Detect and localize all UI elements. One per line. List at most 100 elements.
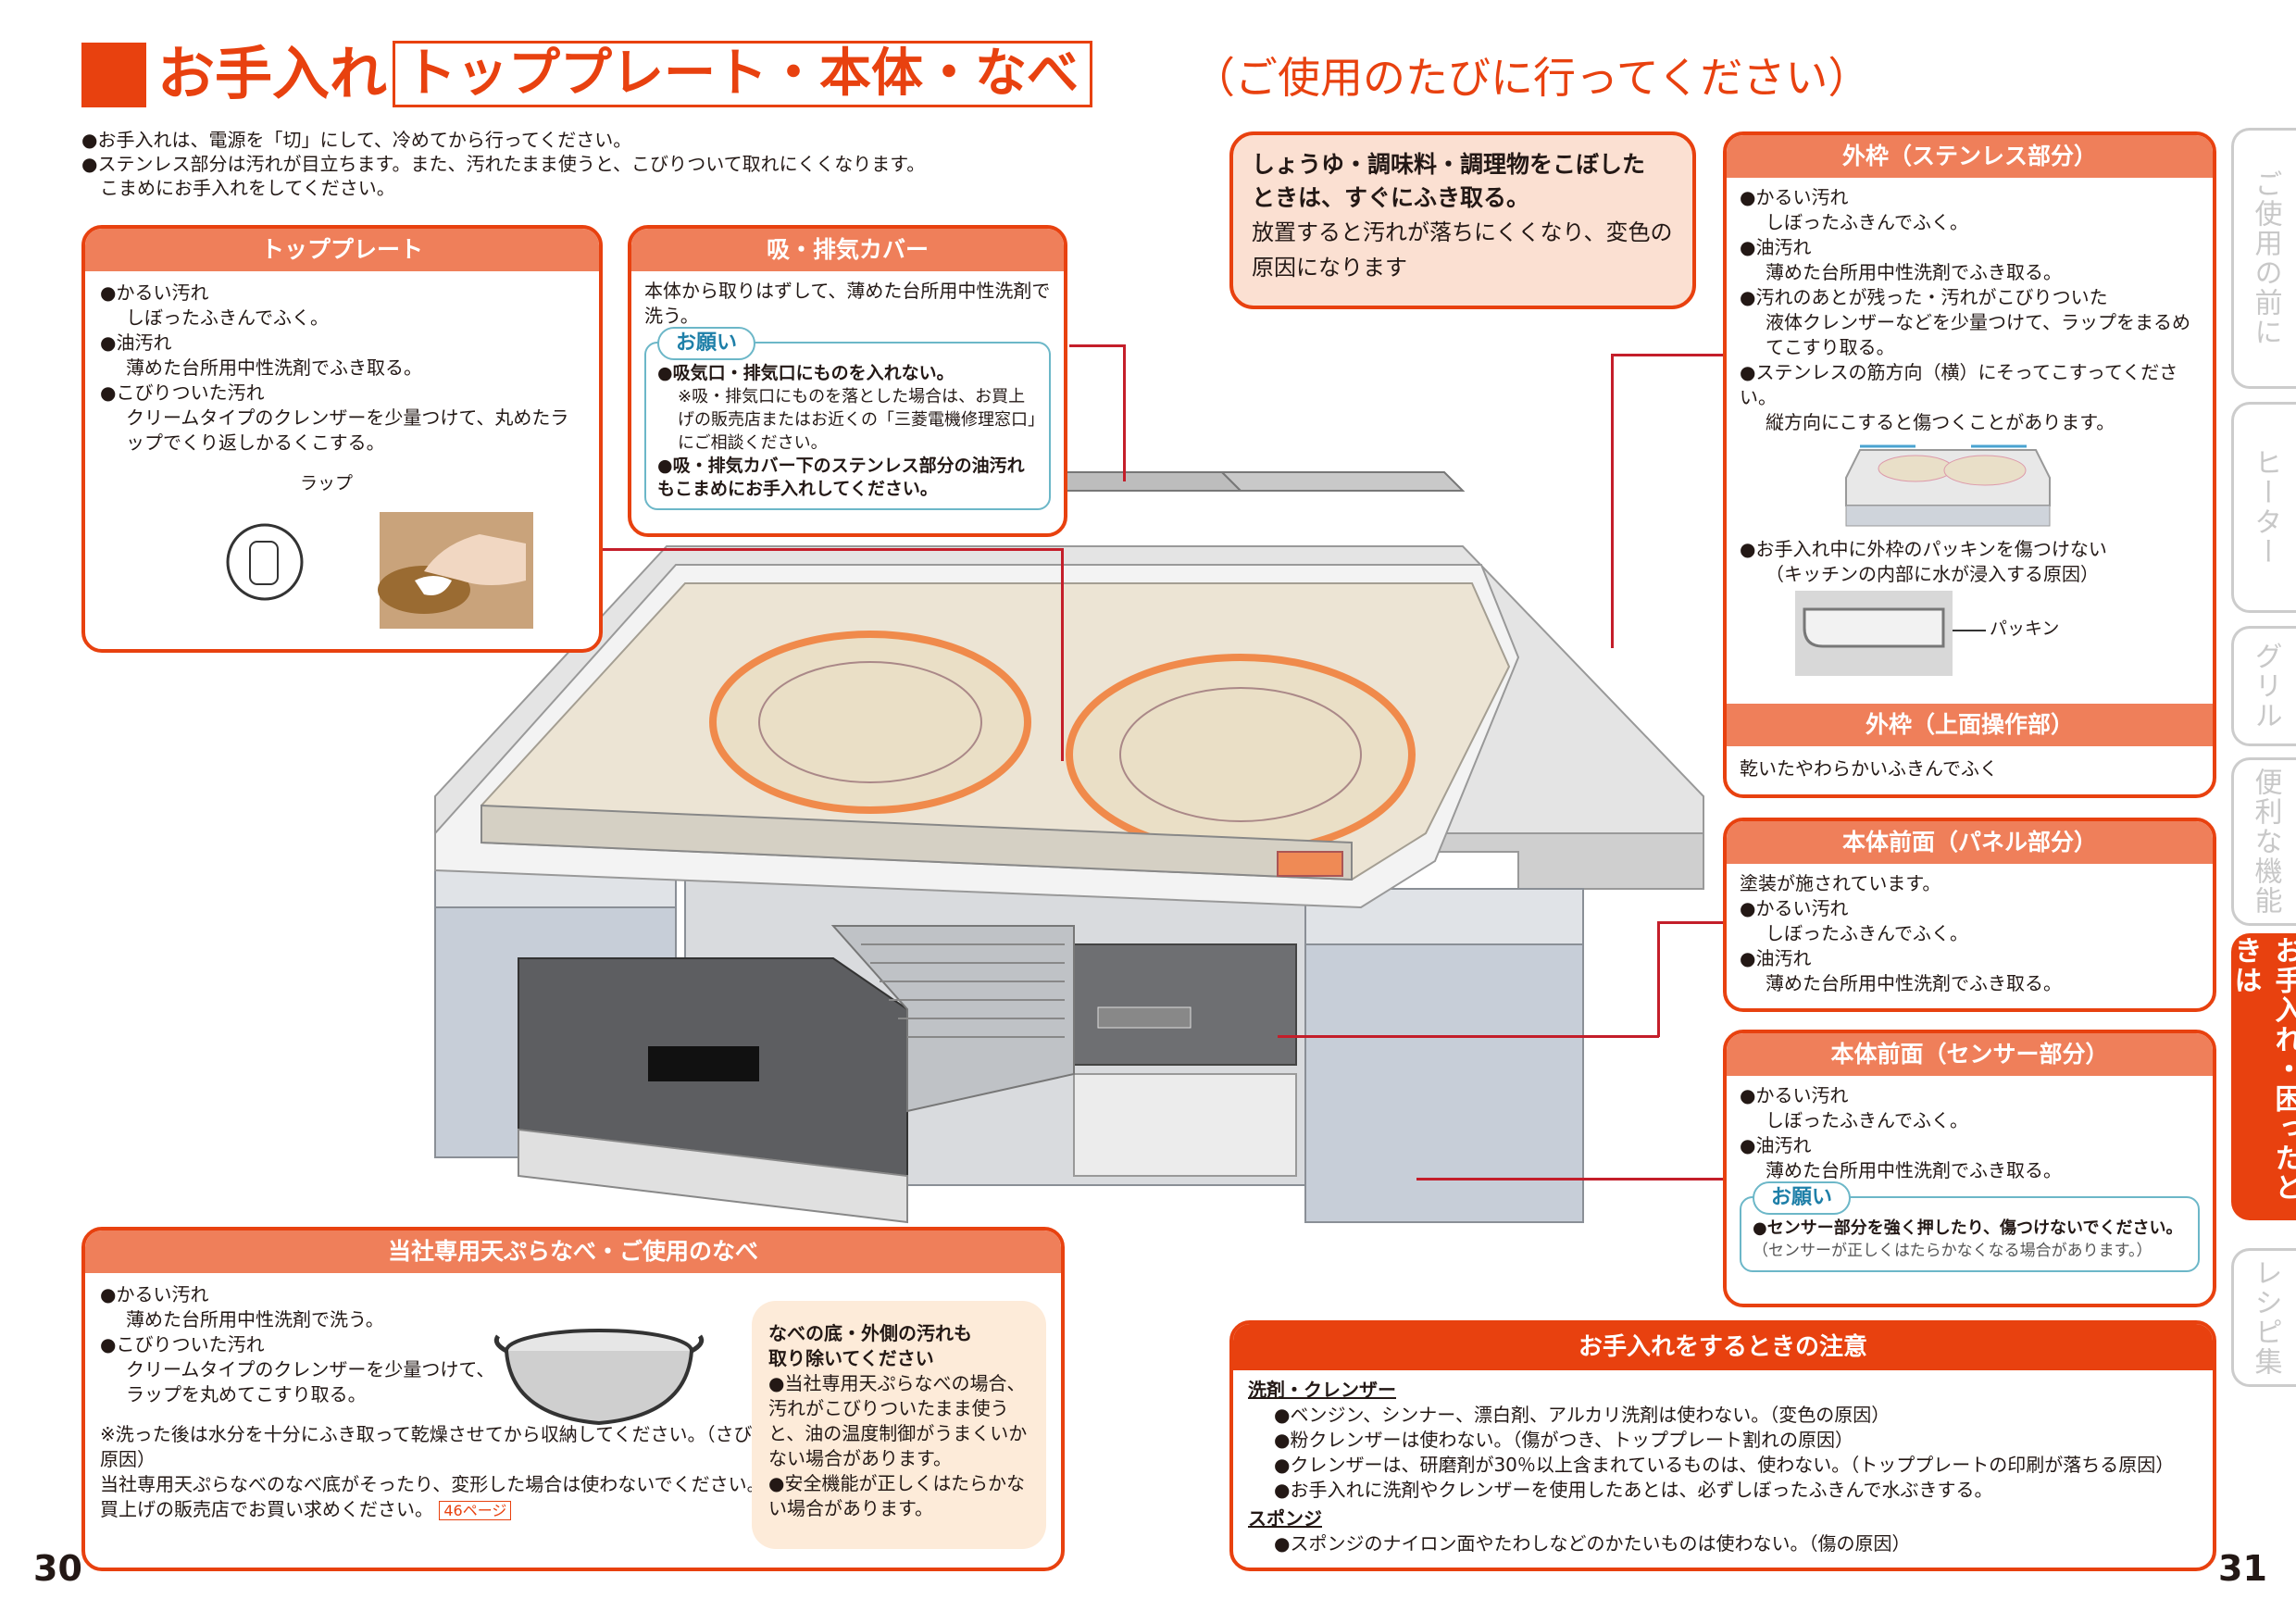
item-head: ●油汚れ <box>100 331 172 354</box>
cooktop-illustration <box>434 471 1704 1224</box>
packing-warning: ●お手入れ中に外枠のパッキンを傷つけない <box>1740 538 2107 560</box>
item-body: しぼったふきんでふく。 <box>1766 922 1968 944</box>
cautions-box: お手入れをするときの注意 洗剤・クレンザー ●ベンジン、シンナー、漂白剤、アルカ… <box>1229 1320 2216 1571</box>
exhaust-onegai-box: ●吸気口・排気口にものを入れない。 ※吸・排気口にものを落とした場合は、お買上げ… <box>644 342 1051 510</box>
front-panel-lead: 塗装が施されています。 <box>1740 872 1941 894</box>
front-panel-title: 本体前面（パネル部分） <box>1727 821 2213 864</box>
tab-heater[interactable]: ヒーター <box>2231 402 2296 613</box>
page-reference[interactable]: 46ページ <box>439 1501 512 1520</box>
spill-line: ときは、すぐにふき取る。 <box>1252 184 1530 211</box>
item-head: ●こびりついた汚れ <box>100 381 265 404</box>
item-body: クリームタイプのクレンザーを少量つけて、ラップを丸めてこすり取る。 <box>126 1358 495 1405</box>
onegai-item: ●吸・排気カバー下のステンレス部分の油汚れもこまめにお手入れしてください。 <box>657 456 1025 499</box>
title-marker <box>81 43 146 107</box>
item-head: ●油汚れ <box>1740 1134 1812 1156</box>
leader-line <box>1611 354 1727 356</box>
spill-line: 放置すると汚れが落ちにくくなり、変色の <box>1252 219 1673 245</box>
item-head: ●かるい汚れ <box>1740 186 1849 208</box>
front-sensor-box: 本体前面（センサー部分） ●かるい汚れ しぼったふきんでふく。 ●油汚れ 薄めた… <box>1723 1030 2216 1307</box>
item-head: ●かるい汚れ <box>1740 897 1849 919</box>
side-title: なべの底・外側の汚れも <box>768 1322 972 1344</box>
leader-line <box>1123 344 1126 481</box>
exhaust-cover-title: 吸・排気カバー <box>631 229 1064 271</box>
onegai-item: ●センサー部分を強く押したり、傷つけないでください。 <box>1753 1218 2183 1238</box>
item-head: ●汚れのあとが残った・汚れがこびりついた <box>1740 286 2108 308</box>
leader-line <box>1657 921 1660 1037</box>
side-item: ●安全機能が正しくはたらかない場合があります。 <box>768 1472 1026 1519</box>
packing-label: パッキン <box>1990 618 2060 639</box>
tab-recipes[interactable]: レシピ集 <box>2231 1248 2296 1387</box>
packing-figure: パッキン <box>1740 587 2200 680</box>
onegai-label: お願い <box>1753 1181 1852 1215</box>
sensor-onegai-box: ●センサー部分を強く押したり、傷つけないでください。 （センサーが正しくはたらか… <box>1740 1196 2200 1272</box>
intro-notes: ●お手入れは、電源を「切」にして、冷めてから行ってください。 ●ステンレス部分は… <box>81 128 1146 200</box>
frame-stainless-title: 外枠（ステンレス部分） <box>1727 135 2213 178</box>
item-head: ●油汚れ <box>1740 947 1812 969</box>
top-plate-title: トッププレート <box>85 229 599 271</box>
leader-line <box>1611 354 1614 648</box>
item-body: クリームタイプのクレンザーを少量つけて、丸めたラップでくり返しかるくこする。 <box>126 406 569 454</box>
cleaning-photo <box>220 506 535 629</box>
cautions-title: お手入れをするときの注意 <box>1233 1324 2213 1370</box>
packing-pointer <box>1953 630 1986 631</box>
tab-before-use[interactable]: ご使用の前に <box>2231 128 2296 389</box>
item-body: しぼったふきんでふく。 <box>126 306 329 329</box>
item-body: しぼったふきんでふく。 <box>1766 1109 1968 1131</box>
front-panel-box: 本体前面（パネル部分） 塗装が施されています。 ●かるい汚れ しぼったふきんでふ… <box>1723 818 2216 1012</box>
dry-note: ※洗った後は水分を十分にふき取って乾燥させてから収納してください。（さびの原因） <box>100 1423 771 1470</box>
onegai-note: （センサーが正しくはたらかなくなる場合があります。） <box>1753 1242 2152 1260</box>
item-head: ●ステンレスの筋方向（横）にそってこすってください。 <box>1740 361 2178 408</box>
leader-line <box>1657 921 1727 924</box>
page-title: お手入れ <box>157 40 388 107</box>
item-body: 薄めた台所用中性洗剤でふき取る。 <box>126 356 422 379</box>
top-plate-box: トッププレート ●かるい汚れ しぼったふきんでふく。 ●油汚れ 薄めた台所用中性… <box>81 225 603 653</box>
frame-top-title: 外枠（上面操作部） <box>1727 704 2213 746</box>
stainless-direction-figure <box>1740 435 2200 537</box>
packing-note: （キッチンの内部に水が浸入する原因） <box>1766 563 2099 585</box>
item-body: 液体クレンザーなどを少量つけて、ラップをまるめてこすり取る。 <box>1766 311 2190 358</box>
wrap-label: ラップ <box>300 473 354 493</box>
item-head: ●かるい汚れ <box>100 1283 209 1305</box>
intro-line: ●ステンレス部分は汚れが目立ちます。また、汚れたまま使うと、こびりついて取れにく… <box>81 153 926 175</box>
caution-item: ●ベンジン、シンナー、漂白剤、アルカリ洗剤は使わない。（変色の原因） <box>1274 1404 1890 1426</box>
item-head: ●かるい汚れ <box>100 281 209 304</box>
leader-line <box>1069 344 1125 347</box>
intro-line: ●お手入れは、電源を「切」にして、冷めてから行ってください。 <box>81 129 632 151</box>
leader-line <box>1061 548 1064 761</box>
spill-line: 原因になります <box>1252 255 1407 281</box>
exhaust-cover-body: 本体から取りはずして、薄めた台所用中性洗剤で洗う。 <box>644 280 1051 327</box>
front-sensor-title: 本体前面（センサー部分） <box>1727 1033 2213 1076</box>
caution-item: ●お手入れに洗剤やクレンザーを使用したあとは、必ずしぼったふきんで水ぶきする。 <box>1274 1479 1993 1501</box>
caution-item: ●スポンジのナイロン面やたわしなどのかたいものは使わない。（傷の原因） <box>1274 1532 1911 1555</box>
tempura-pot-illustration <box>493 1329 705 1426</box>
page-number-left: 30 <box>33 1548 82 1589</box>
tab-grill[interactable]: グリル <box>2231 626 2296 746</box>
item-head: ●こびりついた汚れ <box>100 1333 265 1355</box>
pot-title: 当社専用天ぷらなべ・ご使用のなべ <box>85 1230 1061 1273</box>
onegai-label: お願い <box>657 327 756 360</box>
leader-line <box>598 548 1061 551</box>
item-head: ●油汚れ <box>1740 236 1812 258</box>
caution-section: スポンジ <box>1248 1507 1322 1530</box>
tab-care-troubleshooting[interactable]: お手入れ・困ったときは <box>2229 933 2296 1220</box>
page-number-right: 31 <box>2218 1548 2267 1589</box>
warp-note: 当社専用天ぷらなべのなべ底がそったり、変形した場合は使わないでください。お買上げ… <box>100 1472 785 1523</box>
pot-side-note: なべの底・外側の汚れも 取り除いてください ●当社専用天ぷらなべの場合、汚れがこ… <box>752 1301 1046 1549</box>
item-body: 薄めた台所用中性洗剤で洗う。 <box>126 1308 384 1330</box>
item-head: ●かるい汚れ <box>1740 1084 1849 1106</box>
warp-note-text: 当社専用天ぷらなべのなべ底がそったり、変形した場合は使わないでください。お買上げ… <box>100 1473 784 1520</box>
item-body: 薄めた台所用中性洗剤でふき取る。 <box>1766 1159 2062 1181</box>
onegai-note: ※吸・排気口にものを落とした場合は、お買上げの販売店またはお近くの「三菱電機修理… <box>678 387 1036 453</box>
item-body: 縦方向にこすると傷つくことがあります。 <box>1766 411 2115 433</box>
intro-line: こまめにお手入れをしてください。 <box>100 177 395 199</box>
tab-features[interactable]: 便利な機能 <box>2231 757 2296 926</box>
spill-note: しょうゆ・調味料・調理物をこぼした ときは、すぐにふき取る。 放置すると汚れが落… <box>1229 131 1696 309</box>
side-item: ●当社専用天ぷらなべの場合、汚れがこびりついたまま使うと、油の温度制御がうまくい… <box>768 1372 1028 1469</box>
page-subtitle-box: トッププレート・本体・なべ <box>393 41 1092 107</box>
onegai-item: ●吸気口・排気口にものを入れない。 <box>657 363 955 383</box>
caution-item: ●クレンザーは、研磨剤が30％以上含まれているものは、使わない。（トッププレート… <box>1274 1454 2175 1476</box>
item-body: 薄めた台所用中性洗剤でふき取る。 <box>1766 261 2062 283</box>
item-body: 薄めた台所用中性洗剤でふき取る。 <box>1766 972 2062 994</box>
spill-line: しょうゆ・調味料・調理物をこぼした <box>1252 151 1646 178</box>
caution-section: 洗剤・クレンザー <box>1248 1379 1396 1401</box>
